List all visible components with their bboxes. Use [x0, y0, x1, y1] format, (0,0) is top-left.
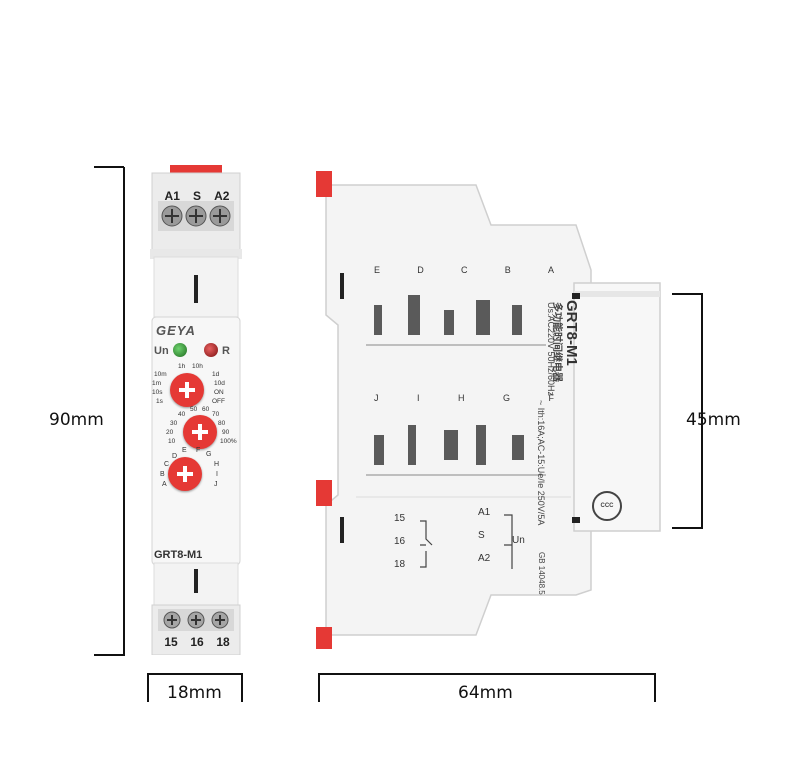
dial1-label: 10d — [214, 380, 225, 387]
function-letter: I — [416, 393, 420, 403]
dial-cross-icon — [192, 424, 208, 440]
function-letter: D — [417, 265, 424, 275]
percent-dial-labels: 40 50 60 70 30 80 20 90 10 100% — [152, 405, 240, 455]
dial3-label: H — [214, 461, 220, 468]
bottom-terminal-screws — [160, 609, 232, 631]
dial-cross-icon — [177, 466, 193, 482]
terminal-label-18: 18 — [216, 635, 230, 649]
side-rating-label: ~ Ith:16A;AC-15:Ue/Ie 250V/5A — [536, 400, 546, 526]
dial2-label: 40 — [178, 411, 186, 418]
front-model-label: GRT8-M1 — [154, 549, 203, 561]
wiring-terminals-left: 15 16 18 — [394, 513, 405, 570]
percent-dial[interactable] — [183, 415, 217, 449]
coil-wiring-symbol — [504, 514, 513, 569]
width-dimension-bracket — [147, 673, 243, 702]
terminal-label-s: S — [192, 189, 201, 203]
relay-side-body — [316, 171, 661, 649]
dial2-label: 50 — [190, 406, 198, 413]
wiring-un-label: Un — [512, 535, 525, 546]
top-terminal-screws — [160, 203, 232, 229]
height-dimension-label: 90mm — [49, 410, 104, 430]
dial3-label: C — [164, 461, 170, 468]
dial3-label: F — [196, 447, 201, 454]
dial2-label: 60 — [202, 406, 210, 413]
dial2-label: 20 — [166, 429, 174, 436]
ccc-certification-icon: CCC — [592, 491, 622, 521]
dial1-label: 1s — [156, 398, 163, 405]
dial-cross-icon — [179, 382, 195, 398]
face-height-dimension-label: 45mm — [686, 410, 741, 430]
time-range-dial-labels: 1h 10h 10m 1d 1m 10d 10s ON 1s OFF — [152, 363, 240, 413]
depth-dimension-label: 64mm — [458, 683, 513, 703]
function-letter: H — [457, 393, 465, 403]
function-letter: B — [504, 265, 511, 275]
dial1-label: OFF — [212, 398, 225, 405]
dial2-label: 80 — [218, 420, 226, 427]
dial1-label: 1m — [152, 380, 162, 387]
wiring-label: 15 — [394, 513, 406, 524]
brand-logo: GEYA — [156, 323, 196, 338]
function-dial[interactable] — [168, 457, 202, 491]
terminal-label-15: 15 — [164, 635, 178, 649]
width-dimension-label: 18mm — [167, 683, 222, 703]
dial2-label: 30 — [170, 420, 178, 427]
wiring-terminals-right: A1 S A2 — [478, 507, 490, 564]
dial3-label: J — [214, 481, 218, 488]
dial2-label: 90 — [222, 429, 230, 436]
function-letters-top: A B C D E — [374, 265, 554, 275]
wiring-label: A2 — [478, 553, 491, 564]
function-letter: C — [460, 265, 468, 275]
dial3-label: E — [182, 447, 187, 454]
function-letter: F — [548, 393, 554, 403]
dial2-label: 10 — [168, 438, 176, 445]
side-standard-label: GB 14048.5 — [537, 552, 546, 595]
dial3-label: B — [160, 471, 165, 478]
dial1-label: ON — [214, 389, 224, 396]
dial1-label: 10m — [154, 371, 167, 378]
terminal-screw-icon — [163, 611, 229, 629]
height-dimension-bracket — [94, 166, 125, 656]
terminal-label-a2: A2 — [214, 189, 230, 203]
bottom-terminal-labels: 15 16 18 — [158, 635, 236, 649]
led-r-label: R — [222, 345, 230, 357]
side-supply-label: Us:AC220V 50Hz/60Hz — [546, 302, 556, 397]
wiring-label: 16 — [394, 536, 406, 547]
dial3-label: G — [206, 451, 212, 458]
led-un-label: Un — [154, 345, 169, 357]
dial3-label: I — [216, 471, 218, 478]
dial3-label: A — [162, 481, 167, 488]
function-letter: J — [374, 393, 379, 403]
dial2-label: 100% — [220, 438, 237, 445]
function-letter: E — [374, 265, 381, 275]
function-dial-labels: D E F G C H B I A J — [152, 447, 240, 497]
dial2-label: 70 — [212, 411, 220, 418]
dial1-label: 1h — [178, 363, 186, 370]
depth-dimension-bracket — [318, 673, 656, 702]
top-terminal-labels: A1 S A2 — [158, 189, 236, 203]
ccc-mark-text: CCC — [600, 503, 614, 509]
function-letter: G — [502, 393, 510, 403]
side-rating-text-block: GRT8-M1 多功能时间继电器 Us:AC220V 50Hz/60Hz ~ I… — [536, 290, 580, 610]
time-range-dial[interactable] — [170, 373, 204, 407]
function-letters-bottom: F G H I J — [374, 393, 554, 403]
terminal-screw-icon — [161, 205, 231, 227]
led-green-icon — [173, 343, 187, 357]
function-timing-diagrams — [366, 295, 546, 476]
dial1-label: 1d — [212, 371, 220, 378]
led-red-icon — [204, 343, 218, 357]
terminal-label-16: 16 — [190, 635, 204, 649]
dial3-label: D — [172, 453, 178, 460]
relay-front-view: A1 S A2 GEYA Un R 1h 10h 10m 1d 1m 10d 1… — [148, 165, 244, 656]
wiring-label: S — [478, 530, 485, 541]
contact-wiring-symbol — [420, 520, 433, 568]
terminal-label-a1: A1 — [164, 189, 180, 203]
relay-side-view: A B C D E F G H I J 15 16 18 A1 S A2 Un … — [316, 165, 666, 655]
wiring-label: A1 — [478, 507, 491, 518]
dial1-label: 10h — [192, 363, 203, 370]
function-letter: A — [547, 265, 554, 275]
dial1-label: 10s — [152, 389, 163, 396]
face-height-dimension-bracket — [672, 293, 703, 529]
wiring-label: 18 — [394, 559, 406, 570]
